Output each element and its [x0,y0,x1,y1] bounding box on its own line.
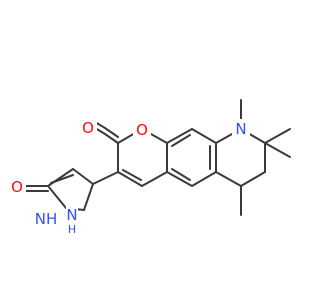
bond [104,133,119,144]
chemical-structure: O NH N H O O N [0,0,300,300]
bond [171,134,191,147]
label-background [79,117,97,137]
oxygen-atom: O [136,121,148,139]
oxygen-atom: O [11,178,23,196]
bond [191,128,217,144]
bond [92,171,119,185]
bond [166,128,193,144]
nitrogen-atom: NH [35,210,58,228]
bond [83,183,94,211]
label-background [8,176,26,196]
background [0,0,300,300]
nitrogen-atom: N [66,206,77,224]
atom-labels: O NH N H O O N [8,117,250,236]
bond [166,171,193,187]
bond [72,168,94,185]
bond [50,174,74,184]
bond [141,171,168,187]
bond [47,185,67,209]
bond [122,169,142,181]
label-background [133,120,151,140]
hydrogen-label: H [68,223,76,236]
bond [264,128,291,144]
label-background [66,205,78,223]
bond [240,171,266,187]
label-background [232,119,250,139]
bond [264,142,291,158]
bond [171,168,191,181]
label-background [33,209,59,229]
bond [104,127,119,138]
bond [215,171,242,187]
nitrogen-atom: N [235,120,246,138]
bond [117,171,143,187]
oxygen-atom: O [82,119,94,137]
bond [191,171,217,187]
